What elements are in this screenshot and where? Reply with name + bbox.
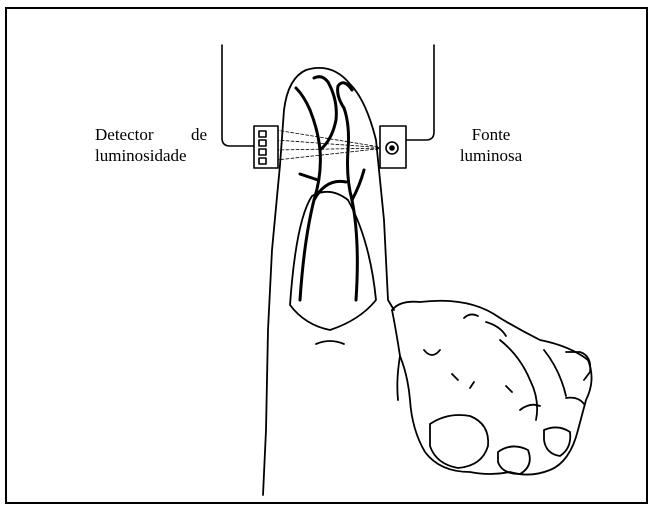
light-source-label: Fonte luminosa — [451, 124, 531, 166]
detector-label-line2: luminosidade — [95, 145, 207, 166]
light-detector — [254, 126, 278, 168]
index-finger — [263, 68, 394, 495]
light-source-label-line2: luminosa — [451, 145, 531, 166]
detector-label: Detector de luminosidade — [95, 124, 207, 166]
blood-vessels — [296, 77, 364, 300]
light-source-label-line1: Fonte — [451, 124, 531, 145]
folded-hand — [392, 301, 592, 475]
light-source — [380, 126, 406, 168]
detector-label-line1: Detector de — [95, 124, 207, 145]
